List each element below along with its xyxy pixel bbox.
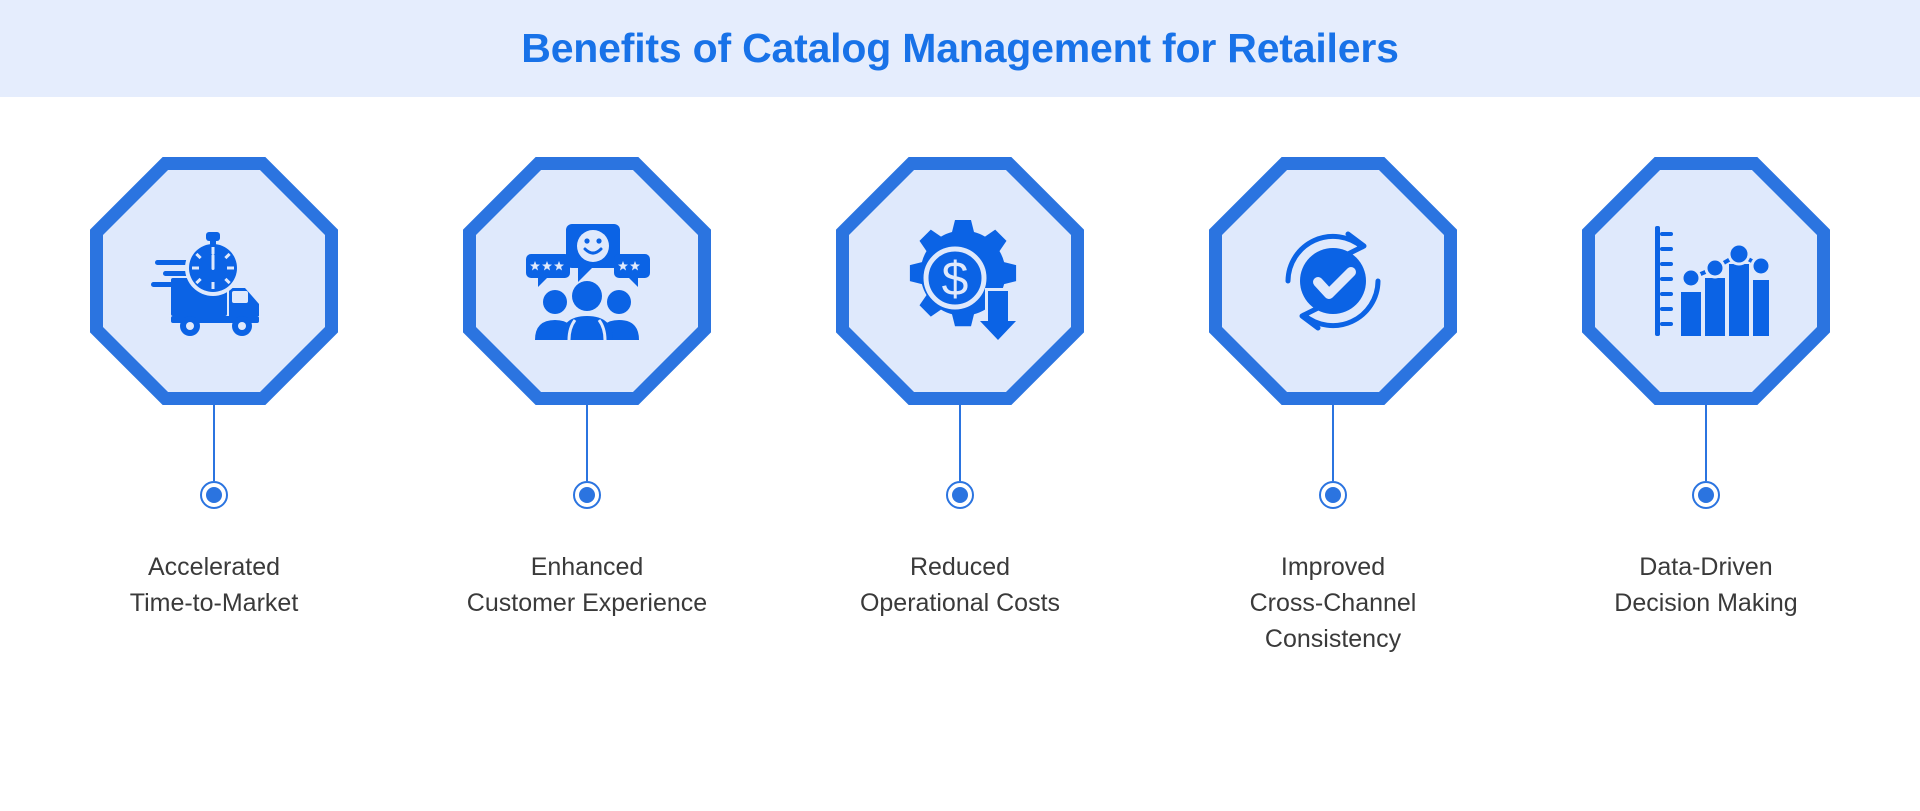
connector-node-2 — [573, 481, 601, 509]
connector-node-dot-3 — [952, 487, 968, 503]
connector-2 — [573, 405, 601, 509]
delivery-truck-stopwatch-icon — [151, 232, 259, 336]
benefit-badge-5 — [1582, 157, 1830, 405]
connector-4 — [1319, 405, 1347, 509]
page-title: Benefits of Catalog Management for Retai… — [521, 25, 1399, 71]
sync-arrows-checkmark-icon — [1285, 231, 1381, 331]
connector-line-3 — [959, 405, 961, 481]
benefit-label-2: Enhanced Customer Experience — [466, 553, 708, 617]
connector-node-dot-5 — [1698, 487, 1714, 503]
connector-node-dot-1 — [206, 487, 222, 503]
connector-node-dot-2 — [579, 487, 595, 503]
benefit-badge-3: $ — [836, 157, 1084, 405]
benefit-item-reduced-operational-costs: $ Reduced Operational Costs — [774, 157, 1147, 621]
connector-node-dot-4 — [1325, 487, 1341, 503]
benefit-item-data-driven-decision-making: Data-Driven Decision Making — [1520, 157, 1893, 621]
bar-chart-trend-line-icon — [1655, 226, 1771, 336]
header-band: Benefits of Catalog Management for Retai… — [0, 0, 1920, 97]
benefit-label-3: Reduced Operational Costs — [859, 553, 1061, 617]
connector-1 — [200, 405, 228, 509]
connector-5 — [1692, 405, 1720, 509]
benefit-label-4: Improved Cross-Channel Consistency — [1249, 553, 1417, 653]
benefit-badge-2 — [463, 157, 711, 405]
benefit-item-improved-cross-channel-consistency: Improved Cross-Channel Consistency — [1147, 157, 1520, 657]
benefit-label-1: Accelerated Time-to-Market — [129, 553, 299, 617]
connector-3 — [946, 405, 974, 509]
connector-line-1 — [213, 405, 215, 481]
benefit-label-5: Data-Driven Decision Making — [1614, 553, 1798, 617]
benefits-row: Accelerated Time-to-Market — [0, 97, 1920, 811]
gear-dollar-down-arrow-icon: $ — [909, 220, 1023, 344]
connector-node-5 — [1692, 481, 1720, 509]
benefit-item-enhanced-customer-experience: Enhanced Customer Experience — [401, 157, 774, 621]
connector-line-4 — [1332, 405, 1334, 481]
connector-node-3 — [946, 481, 974, 509]
connector-node-1 — [200, 481, 228, 509]
benefit-badge-4 — [1209, 157, 1457, 405]
connector-line-2 — [586, 405, 588, 481]
customer-feedback-chat-people-icon — [526, 224, 650, 341]
benefit-item-accelerated-time-to-market: Accelerated Time-to-Market — [28, 157, 401, 621]
connector-node-4 — [1319, 481, 1347, 509]
connector-line-5 — [1705, 405, 1707, 481]
svg-text:$: $ — [942, 253, 969, 306]
benefit-badge-1 — [90, 157, 338, 405]
